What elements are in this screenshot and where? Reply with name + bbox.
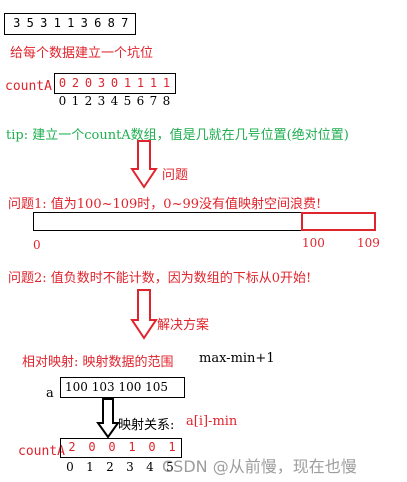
a-array-values: 100 103 100 105 bbox=[65, 380, 169, 394]
solution-label: 解决方案 bbox=[157, 318, 210, 333]
problem-2-text: 问题2: 值负数时不能计数，因为数组的下标从0开始! bbox=[8, 271, 312, 286]
top-array-cell: 6 bbox=[94, 16, 102, 30]
countA-cell: 0 bbox=[110, 76, 119, 90]
countA-box bbox=[54, 73, 176, 94]
top-array-cell: 1 bbox=[67, 16, 75, 30]
countA-cell: 0 bbox=[84, 76, 93, 90]
countA-cell: 1 bbox=[136, 76, 145, 90]
watermark: CSDN @从前慢，现在也慢 bbox=[162, 457, 357, 476]
countA-index: 0 bbox=[58, 94, 67, 108]
caption-pit: 给每个数据建立一个坑位 bbox=[10, 46, 154, 61]
top-array-cell: 5 bbox=[26, 16, 34, 30]
top-array-cell: 8 bbox=[107, 16, 115, 30]
bar-100-label: 100 bbox=[302, 236, 325, 250]
countA-index: 1 bbox=[71, 94, 80, 108]
countA2-index: 5 bbox=[166, 460, 174, 474]
mapping-formula: a[i]-min bbox=[186, 414, 238, 429]
top-array-cell: 3 bbox=[40, 16, 48, 30]
countA-index: 4 bbox=[110, 94, 119, 108]
problem-label: 问题 bbox=[162, 168, 189, 183]
countA-label: countA bbox=[5, 79, 52, 94]
bar-start-label: 0 bbox=[33, 238, 41, 252]
countA2-cell: 1 bbox=[128, 440, 136, 454]
countA2-index: 3 bbox=[126, 460, 134, 474]
countA2-box bbox=[60, 438, 182, 458]
countA-cell: 1 bbox=[162, 76, 171, 90]
down-arrow-icon bbox=[130, 140, 158, 189]
range-bar-used-segment bbox=[301, 212, 376, 231]
relative-mapping-text: 相对映射: 映射数据的范围 bbox=[22, 355, 174, 370]
top-array-cell: 7 bbox=[121, 16, 129, 30]
range-formula: max-min+1 bbox=[199, 351, 275, 366]
countA2-cell: 0 bbox=[148, 440, 156, 454]
down-arrow-icon bbox=[96, 398, 120, 439]
countA2-cell: 1 bbox=[168, 440, 176, 454]
countA-index: 2 bbox=[84, 94, 93, 108]
countA-cell: 2 bbox=[71, 76, 80, 90]
countA2-cell: 0 bbox=[88, 440, 96, 454]
top-array-cell: 3 bbox=[80, 16, 88, 30]
countA2-index: 4 bbox=[146, 460, 154, 474]
a-array-box bbox=[60, 377, 185, 398]
countA-cell: 1 bbox=[149, 76, 158, 90]
countA-index: 5 bbox=[123, 94, 132, 108]
top-array-cell: 1 bbox=[53, 16, 61, 30]
countA2-cell: 0 bbox=[108, 440, 116, 454]
countA-index: 6 bbox=[136, 94, 145, 108]
down-arrow-icon bbox=[130, 289, 158, 340]
countA-cell: 3 bbox=[97, 76, 106, 90]
countA2-index: 1 bbox=[86, 460, 94, 474]
tip-text: tip: 建立一个countA数组，值是几就在几号位置(绝对位置) bbox=[6, 128, 349, 143]
countA2-index: 2 bbox=[106, 460, 114, 474]
countA-index: 8 bbox=[162, 94, 171, 108]
mapping-label: 映射关系: bbox=[118, 418, 175, 433]
countA-cell: 1 bbox=[123, 76, 132, 90]
countA-cell: 0 bbox=[58, 76, 67, 90]
countA2-index: 0 bbox=[66, 460, 74, 474]
problem-1-text: 问题1: 值为100~109时，0~99没有值映射空间浪费! bbox=[8, 197, 322, 212]
a-label: a bbox=[46, 386, 54, 401]
countA2-label: countA bbox=[18, 444, 65, 459]
top-array-box bbox=[4, 13, 136, 35]
bar-109-label: 109 bbox=[357, 236, 380, 250]
countA-index: 7 bbox=[149, 94, 158, 108]
countA-index: 3 bbox=[97, 94, 106, 108]
top-array-cell: 3 bbox=[13, 16, 21, 30]
countA2-cell: 2 bbox=[68, 440, 76, 454]
